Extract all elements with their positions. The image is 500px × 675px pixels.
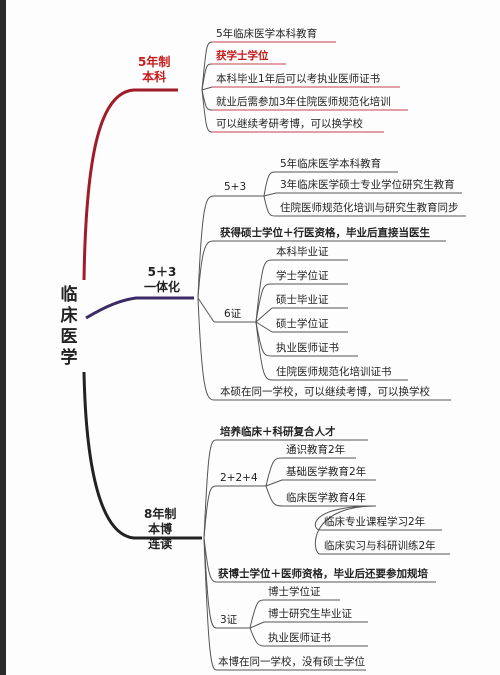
b2-sub2-item: 本科毕业证 bbox=[276, 246, 329, 258]
b2-sub1-item: 3年临床医学硕士专业学位研究生教育 bbox=[280, 179, 455, 191]
b3-sub2-item: 博士研究生毕业证 bbox=[268, 608, 352, 620]
b3-sub2-label: 3证 bbox=[220, 614, 238, 626]
root-connector-2 bbox=[85, 296, 194, 320]
b2-sub2-item: 硕士学位证 bbox=[276, 318, 329, 330]
branch-5-plus-3-label-2: 一体化 bbox=[144, 280, 181, 294]
b2-note: 获得硕士学位＋行医资格，毕业后直接当医生 bbox=[220, 227, 430, 239]
b1-item: 5年临床医学本科教育 bbox=[216, 28, 318, 40]
b1-item: 本科毕业1年后可以考执业医师证书 bbox=[216, 73, 381, 85]
branch-8-year-label-1: 8年制 bbox=[144, 507, 177, 521]
root-connector-3 bbox=[82, 371, 202, 540]
b2-sub2-item: 住院医师规范化培训证书 bbox=[276, 366, 392, 378]
branch-8-year-label-3: 连读 bbox=[148, 537, 173, 551]
b2-sub2-item: 学士学位证 bbox=[276, 270, 329, 282]
branch-8-year: 8年制 本博 连读 bbox=[144, 507, 176, 552]
b3-sub1-subitem: 临床专业课程学习2年 bbox=[324, 516, 426, 528]
b3-note1: 培养临床＋科研复合人才 bbox=[220, 426, 336, 438]
b3-sub1-item: 通识教育2年 bbox=[286, 444, 346, 456]
branch-5-plus-3: 5＋3 一体化 bbox=[144, 265, 180, 295]
b3-sub1-subitem: 临床实习与科研训练2年 bbox=[324, 540, 436, 552]
b1-item: 可以继续考研考博，可以换学校 bbox=[216, 118, 363, 130]
b3-sub1-label: 2+2+4 bbox=[220, 472, 258, 484]
root-connector-1 bbox=[82, 88, 178, 281]
branch-5-year: 5年制 本科 bbox=[138, 55, 170, 85]
b3-last: 本博在同一学校，没有硕士学位 bbox=[218, 656, 365, 668]
b2-sub1-item: 5年临床医学本科教育 bbox=[280, 158, 382, 170]
branch-5-plus-3-label-1: 5＋3 bbox=[147, 265, 177, 279]
b2-sub1-item: 住院医师规范化培训与研究生教育同步 bbox=[280, 202, 459, 214]
b3-sub2-item: 执业医师证书 bbox=[268, 632, 331, 644]
b3-sub2-item: 博士学位证 bbox=[268, 586, 321, 598]
b1-item: 获学士学位 bbox=[216, 50, 269, 62]
connector-lines bbox=[82, 41, 466, 671]
b3-sub1-item: 基础医学教育2年 bbox=[286, 466, 367, 478]
b2-sub1-label: 5+3 bbox=[224, 181, 247, 193]
b3-note2: 获博士学位＋医师资格，毕业后还要参加规培 bbox=[218, 568, 428, 580]
branch-5-year-label-2: 本科 bbox=[142, 70, 167, 84]
b2-sub2-label: 6证 bbox=[224, 308, 242, 320]
b2-last: 本硕在同一学校，可以继续考博，可以换学校 bbox=[220, 386, 430, 398]
branch-5-year-label-1: 5年制 bbox=[138, 55, 171, 69]
branch-8-year-label-2: 本博 bbox=[148, 522, 173, 536]
b2-sub2-item: 执业医师证书 bbox=[276, 342, 339, 354]
b1-item: 就业后需参加3年住院医师规范化培训 bbox=[216, 96, 391, 108]
b2-sub2-item: 硕士毕业证 bbox=[276, 294, 329, 306]
root-node: 临床医学 bbox=[60, 285, 78, 368]
b3-sub1-item: 临床医学教育4年 bbox=[286, 492, 367, 504]
